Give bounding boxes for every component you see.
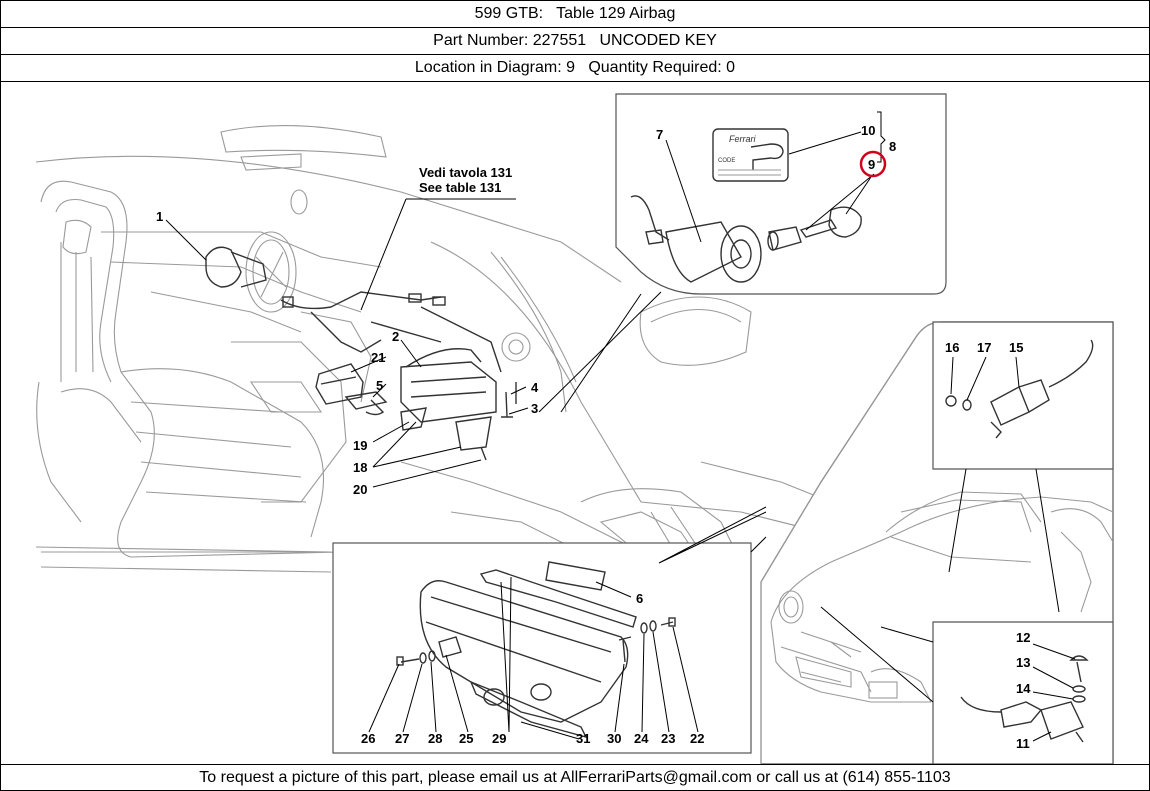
callout-numbers: 1 2 3 4 5 6 7 8 9 10 11 12 13 14 15 16 1… bbox=[156, 123, 1031, 751]
callout-23: 23 bbox=[661, 731, 675, 746]
callout-25: 25 bbox=[459, 731, 473, 746]
car-exterior-inset bbox=[760, 321, 1114, 764]
callout-9: 9 bbox=[868, 157, 875, 172]
callout-6: 6 bbox=[636, 591, 643, 606]
reference-label-it: Vedi tavola 131 bbox=[419, 165, 512, 180]
callout-24: 24 bbox=[634, 731, 649, 746]
callout-5: 5 bbox=[376, 378, 383, 393]
callout-19: 19 bbox=[353, 438, 367, 453]
key-inset: Ferrari CODE bbox=[615, 93, 947, 295]
callout-27: 27 bbox=[395, 731, 409, 746]
callout-1: 1 bbox=[156, 209, 163, 224]
part-number-row: Part Number: 227551 UNCODED KEY bbox=[1, 28, 1149, 55]
callout-13: 13 bbox=[1016, 655, 1030, 670]
inset-connector-lines bbox=[538, 291, 767, 564]
callout-7: 7 bbox=[656, 127, 663, 142]
ferrari-logo: Ferrari bbox=[729, 134, 756, 144]
reference-label-en: See table 131 bbox=[419, 180, 501, 195]
parts-diagram: Ferrari CODE bbox=[1, 82, 1149, 765]
page-title: 599 GTB: Table 129 Airbag bbox=[1, 1, 1149, 28]
callout-4: 4 bbox=[531, 380, 539, 395]
callout-20: 20 bbox=[353, 482, 367, 497]
callout-17: 17 bbox=[977, 340, 991, 355]
highlight-circle bbox=[859, 150, 887, 178]
interior-sketch bbox=[35, 125, 962, 643]
callout-10: 10 bbox=[861, 123, 875, 138]
code-card-label: CODE bbox=[718, 158, 735, 164]
callout-12: 12 bbox=[1016, 630, 1030, 645]
callout-21: 21 bbox=[371, 350, 385, 365]
callout-3: 3 bbox=[531, 401, 538, 416]
callout-16: 16 bbox=[945, 340, 959, 355]
callout-30: 30 bbox=[607, 731, 621, 746]
callout-31: 31 bbox=[576, 731, 590, 746]
callout-2: 2 bbox=[392, 329, 399, 344]
callout-28: 28 bbox=[428, 731, 442, 746]
diagram-canvas: Ferrari CODE bbox=[35, 93, 1114, 764]
callout-26: 26 bbox=[361, 731, 375, 746]
callout-29: 29 bbox=[492, 731, 506, 746]
callout-18: 18 bbox=[353, 460, 367, 475]
location-row: Location in Diagram: 9 Quantity Required… bbox=[1, 55, 1149, 82]
callout-14: 14 bbox=[1016, 681, 1031, 696]
callout-15: 15 bbox=[1009, 340, 1023, 355]
callout-8: 8 bbox=[889, 139, 896, 154]
callout-11: 11 bbox=[1016, 736, 1030, 751]
footer-contact: To request a picture of this part, pleas… bbox=[199, 769, 951, 786]
airbag-detail-inset bbox=[332, 542, 752, 754]
main-parts-drawing bbox=[205, 246, 517, 461]
callout-22: 22 bbox=[690, 731, 704, 746]
leader-lines bbox=[165, 131, 1076, 742]
